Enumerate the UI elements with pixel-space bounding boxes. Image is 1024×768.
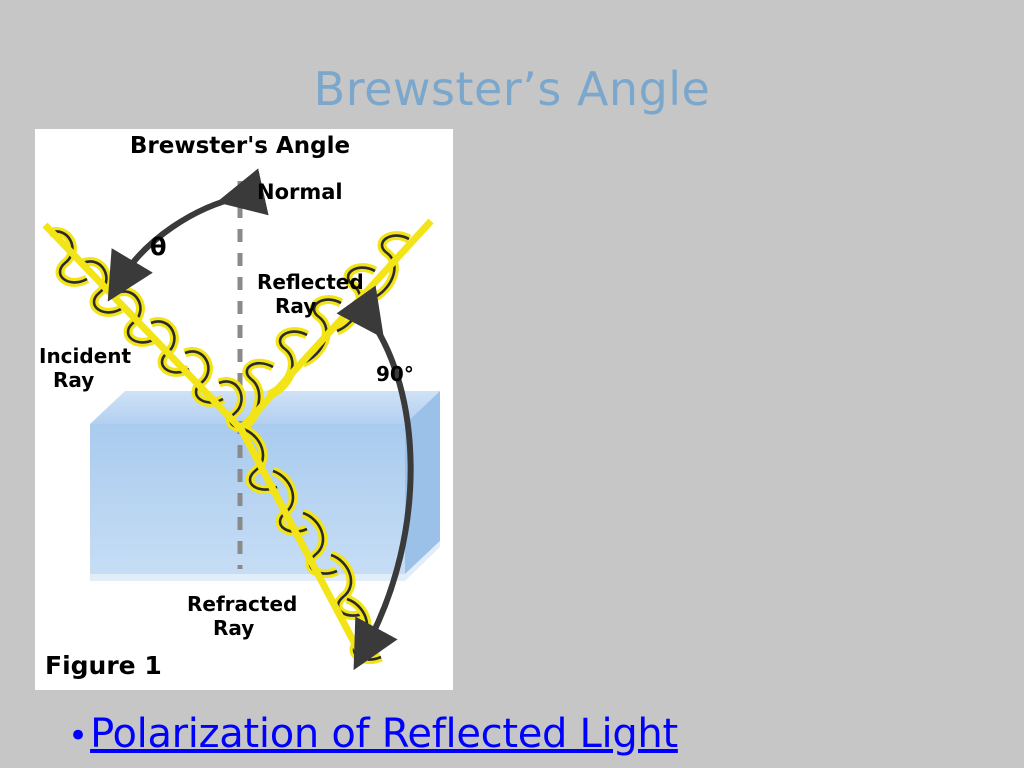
reflected-ray-label-line1: Reflected bbox=[257, 270, 364, 294]
theta-label: θ bbox=[150, 233, 167, 261]
refracted-ray-label-line1: Refracted bbox=[187, 592, 297, 616]
brewster-angle-figure: Brewster's Angle Normal θ Reflected Ray … bbox=[35, 129, 453, 690]
bullet-marker: • bbox=[68, 716, 89, 756]
polarization-link[interactable]: Polarization of Reflected Light bbox=[90, 711, 678, 757]
incident-ray-label-line2: Ray bbox=[53, 368, 94, 392]
right-angle-label: 90° bbox=[376, 362, 414, 386]
refracted-ray-label-line2: Ray bbox=[213, 616, 254, 640]
figure-caption: Figure 1 bbox=[45, 651, 162, 680]
incident-ray-label-line1: Incident bbox=[39, 344, 132, 368]
right-angle-arc-arrow bbox=[336, 285, 414, 671]
normal-label: Normal bbox=[257, 180, 343, 204]
reflected-ray-wave bbox=[238, 218, 434, 432]
figure-heading: Brewster's Angle bbox=[130, 133, 350, 159]
reflected-ray-label-line2: Ray bbox=[275, 294, 316, 318]
incident-ray-wave bbox=[42, 222, 246, 432]
page-title: Brewster’s Angle bbox=[313, 62, 711, 116]
theta-arc-arrow bbox=[107, 168, 269, 302]
bullet-list-item: • Polarization of Reflected Light bbox=[68, 711, 968, 757]
